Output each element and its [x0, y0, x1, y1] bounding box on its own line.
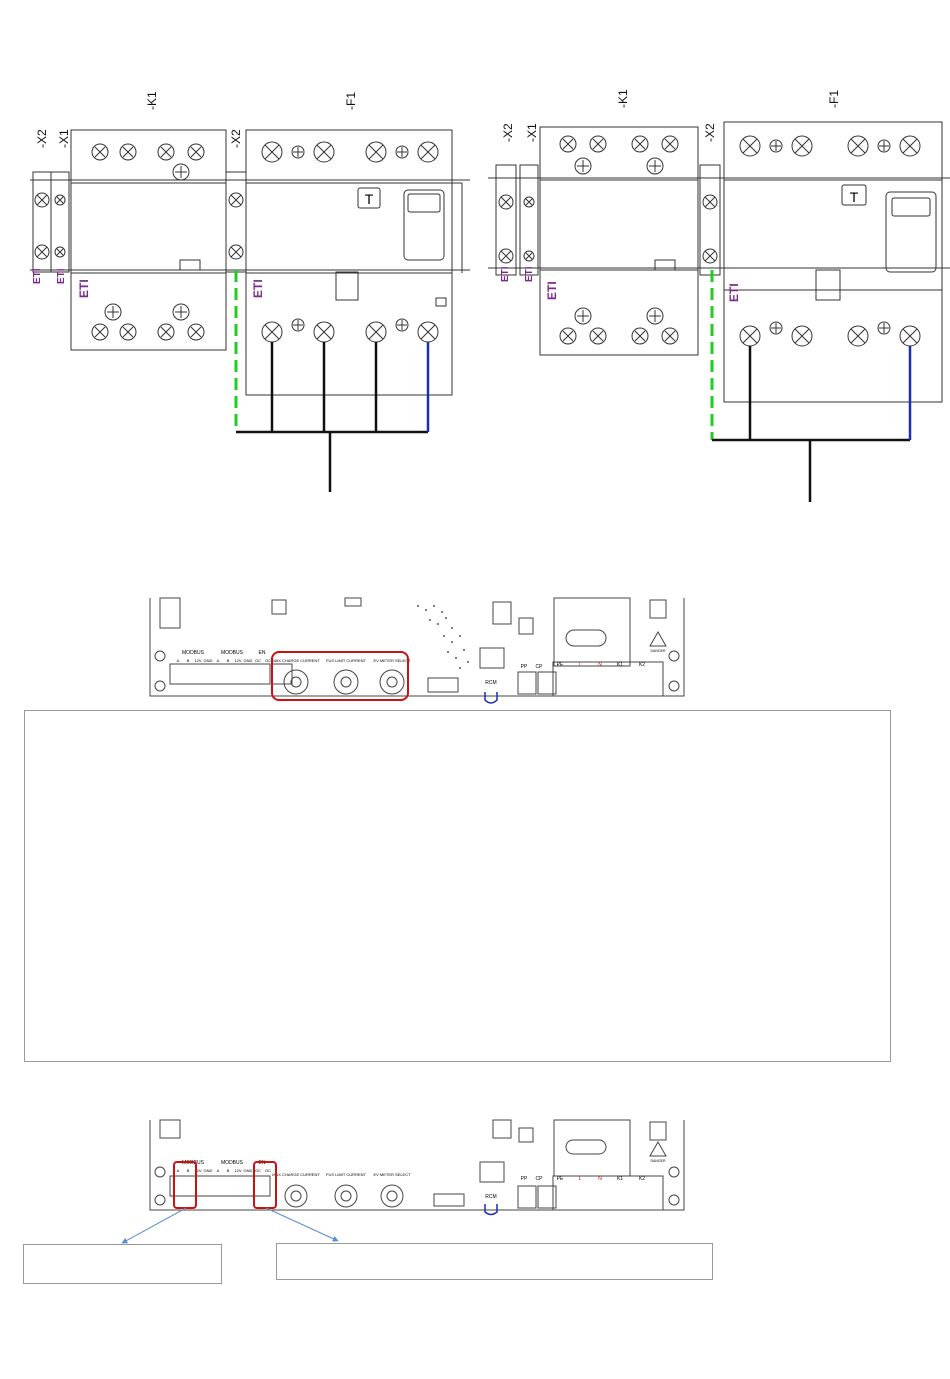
pin-label: B: [227, 658, 230, 663]
dial-highlight: [271, 651, 409, 701]
screw-icon: [91, 143, 109, 161]
pp-label: PP: [521, 664, 528, 670]
pin-label: OC: [265, 1168, 271, 1173]
phase-wires: [712, 346, 910, 502]
rcm-label: RCM: [485, 1194, 496, 1200]
phase-wires: [236, 342, 428, 492]
dial-label: FUS LIMIT CURRENT: [326, 1172, 366, 1177]
pin-label: B: [187, 658, 190, 663]
brand-logo: ETI: [545, 281, 559, 300]
callout-arrows: [121, 1207, 339, 1244]
label-x2: -X2: [229, 129, 243, 148]
brand-logo: ETI: [56, 268, 67, 284]
power-term-label: K2: [639, 1176, 645, 1182]
brand-logo: ETI: [524, 266, 535, 282]
test-button-label: T: [850, 189, 859, 205]
power-term-label: K2: [639, 662, 645, 668]
svg-text:DANGER: DANGER: [651, 1159, 666, 1163]
rcm-jumper: [484, 1204, 498, 1216]
dial-label: MAX CHARGE CURRENT: [272, 658, 320, 663]
dial-label: FUS LIMIT CURRENT: [326, 658, 366, 663]
test-button-label: T: [365, 191, 374, 207]
pin-label: 12V: [234, 658, 241, 663]
pin-label: A: [217, 1168, 220, 1173]
brand-logo: ETI: [77, 279, 91, 298]
pin-label: 12V: [194, 658, 201, 663]
wiring-diagram-three-phase: T ETI ETI ETI ETI -X2 -X1 -K1 -X2 -F1: [30, 91, 470, 492]
description-text-box: [24, 710, 891, 1062]
pin-label: OC: [265, 658, 271, 663]
brand-logo: ETI: [32, 268, 43, 284]
label-x2: -X2: [35, 129, 49, 148]
pin-label: GND: [244, 1168, 253, 1173]
pin-label: A: [217, 658, 220, 663]
brand-logo: ETI: [500, 266, 511, 282]
power-term-label: K1: [617, 1176, 623, 1182]
group-label: EN: [259, 650, 266, 656]
power-term-label: L: [579, 662, 582, 668]
cp-label: CP: [536, 1176, 544, 1182]
power-term-label: N: [598, 662, 602, 668]
label-x1: -X1: [57, 129, 71, 148]
brand-logo: ETI: [727, 283, 741, 302]
power-term-label: L: [579, 1176, 582, 1182]
pin-label: B: [187, 1168, 190, 1173]
brand-logo: ETI: [251, 279, 265, 298]
label-f1: -F1: [827, 90, 841, 108]
dial-label: EV METER SELECT: [373, 658, 411, 663]
cp-label: CP: [536, 664, 544, 670]
dial-label: EV METER SELECT: [373, 1172, 411, 1177]
group-label: MODBUS: [221, 1160, 244, 1166]
pin-label: 12V: [194, 1168, 201, 1173]
power-term-label: K1: [617, 662, 623, 668]
modbus-callout-box: [23, 1244, 222, 1284]
pin-label: A: [177, 658, 180, 663]
pin-label: OC: [255, 658, 261, 663]
label-x1: -X1: [525, 123, 539, 142]
rcm-label: RCM: [485, 680, 496, 686]
pp-label: PP: [521, 1176, 528, 1182]
controller-board-top: MODBUS MODBUS EN A B 12V GND A B 12V GND…: [149, 597, 685, 704]
label-f1: -F1: [344, 92, 358, 110]
label-x2: -X2: [703, 123, 717, 142]
pin-label: GND: [244, 658, 253, 663]
pin-label: OC: [255, 1168, 261, 1173]
label-x2: -X2: [501, 123, 515, 142]
warning-icon: DANGER: [649, 1140, 667, 1163]
pin-label: GND: [204, 1168, 213, 1173]
pin-label: B: [227, 1168, 230, 1173]
group-label: MODBUS: [221, 650, 244, 656]
label-k1: -K1: [616, 89, 630, 108]
svg-text:DANGER: DANGER: [651, 649, 666, 653]
en-oc-highlight: [253, 1161, 277, 1209]
controller-board-bottom: MODBUS MODBUS EN A B 12V GND A B 12V GND…: [149, 1119, 685, 1216]
pin-label: 12V: [234, 1168, 241, 1173]
wiring-diagram-single-phase: T ETI ETI ETI ETI -X2 -X1 -K1 -X2 -F1: [488, 89, 950, 502]
pin-label: GND: [204, 658, 213, 663]
warning-icon: DANGER: [649, 630, 667, 653]
pin-label: A: [177, 1168, 180, 1173]
label-k1: -K1: [145, 91, 159, 110]
power-term-label: PE: [557, 1176, 564, 1182]
dial-label: MAX CHARGE CURRENT: [272, 1172, 320, 1177]
group-label: MODBUS: [182, 650, 205, 656]
power-term-label: PE: [557, 662, 564, 668]
en-callout-box: [276, 1243, 713, 1280]
power-term-label: N: [598, 1176, 602, 1182]
rcm-jumper: [484, 692, 498, 704]
